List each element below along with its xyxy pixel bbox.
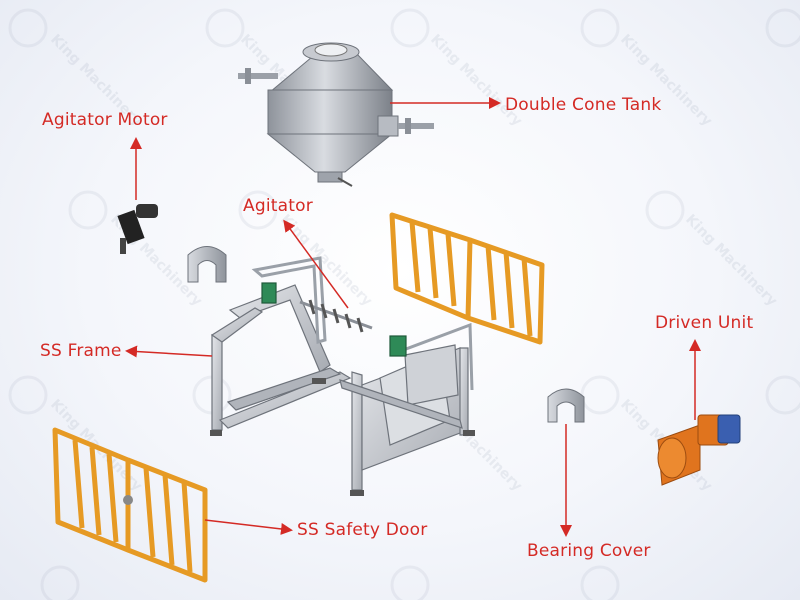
driven-unit: [657, 414, 741, 486]
safety-door-lower: [52, 427, 208, 583]
label-ss-safety-door: SS Safety Door: [297, 520, 428, 540]
watermark-text: King Machinery: [682, 212, 780, 310]
watermark-logo: [68, 190, 685, 230]
bearing-cover-right: [547, 388, 585, 423]
callout-arrows: [125, 97, 701, 537]
label-double-cone-tank: Double Cone Tank: [505, 95, 662, 115]
agitator-shaft: [299, 299, 373, 333]
label-driven-unit: Driven Unit: [655, 313, 754, 333]
ss-frame: [210, 256, 475, 496]
bearing-cover-left: [187, 246, 227, 283]
watermark-logo: [8, 8, 800, 48]
arrow-ss-frame: [125, 345, 213, 358]
label-agitator-motor: Agitator Motor: [42, 110, 168, 130]
arrow-agitator: [283, 219, 349, 309]
label-bearing-cover: Bearing Cover: [527, 541, 651, 561]
watermark-logo: [40, 565, 620, 600]
double-cone-tank: [238, 42, 434, 187]
agitator-motor: [117, 204, 158, 254]
arrow-ss-safety-door: [204, 519, 293, 535]
safety-door-upper: [389, 212, 545, 345]
label-agitator: Agitator: [243, 196, 313, 216]
label-ss-frame: SS Frame: [40, 341, 122, 361]
